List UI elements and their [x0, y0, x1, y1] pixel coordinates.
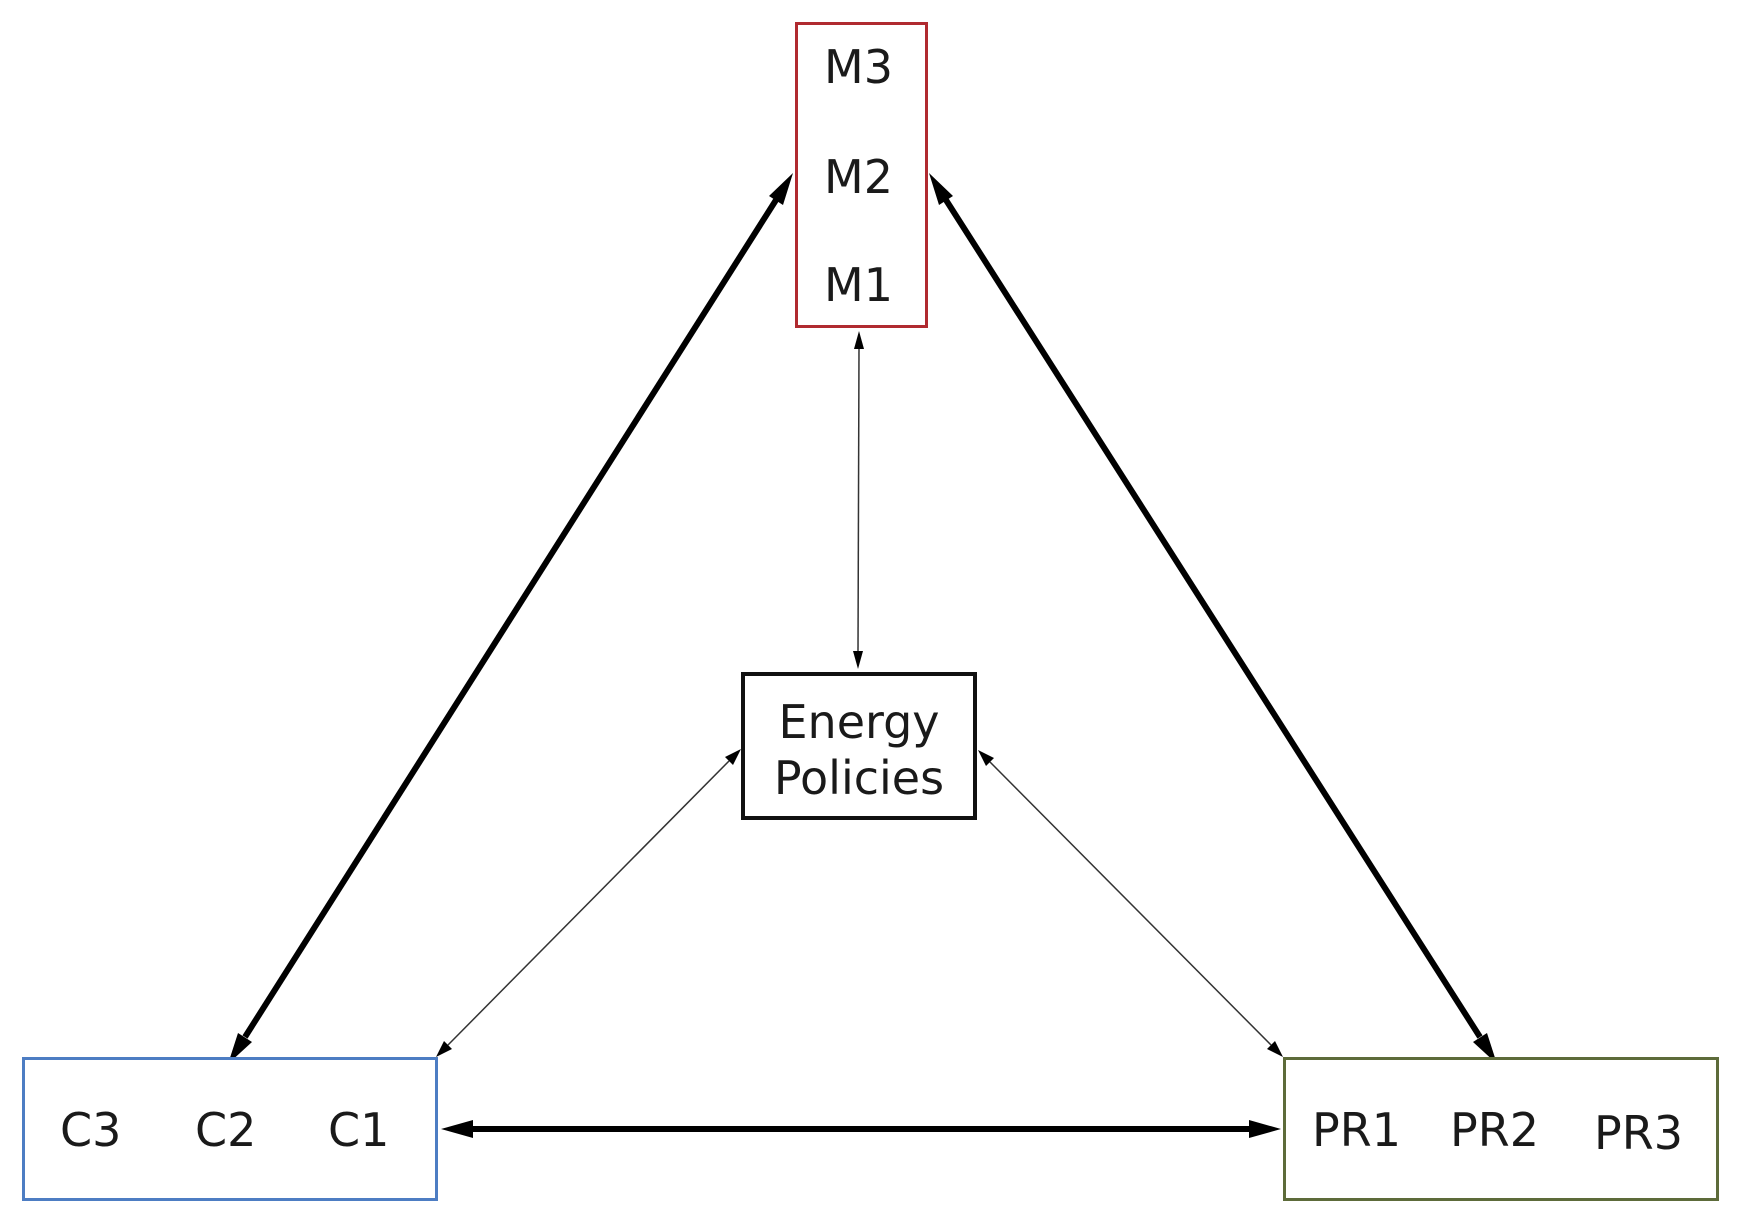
m1-label: M1 — [824, 258, 893, 312]
arrow-center-right — [978, 750, 1283, 1057]
arrow-left-right — [441, 1120, 1281, 1138]
pr-group-box — [1283, 1057, 1719, 1201]
m2-label: M2 — [824, 150, 893, 204]
arrow-top-right — [929, 173, 1497, 1064]
arrow-top-center — [853, 331, 864, 669]
energy-policies-line1: Energy — [778, 695, 940, 749]
energy-policies-box: Energy Policies — [741, 672, 977, 820]
c1-label: C1 — [328, 1103, 390, 1157]
arrow-top-left — [228, 173, 793, 1064]
c-group-box — [22, 1057, 438, 1201]
m3-label: M3 — [824, 40, 893, 94]
c3-label: C3 — [60, 1103, 122, 1157]
arrow-center-left — [436, 749, 741, 1057]
pr2-label: PR2 — [1450, 1103, 1539, 1157]
energy-policies-line2: Policies — [773, 751, 945, 805]
pr1-label: PR1 — [1312, 1103, 1401, 1157]
pr3-label: PR3 — [1594, 1106, 1683, 1160]
c2-label: C2 — [195, 1103, 257, 1157]
m-group-box — [795, 22, 928, 328]
energy-policies-label: Energy Policies — [745, 694, 973, 806]
